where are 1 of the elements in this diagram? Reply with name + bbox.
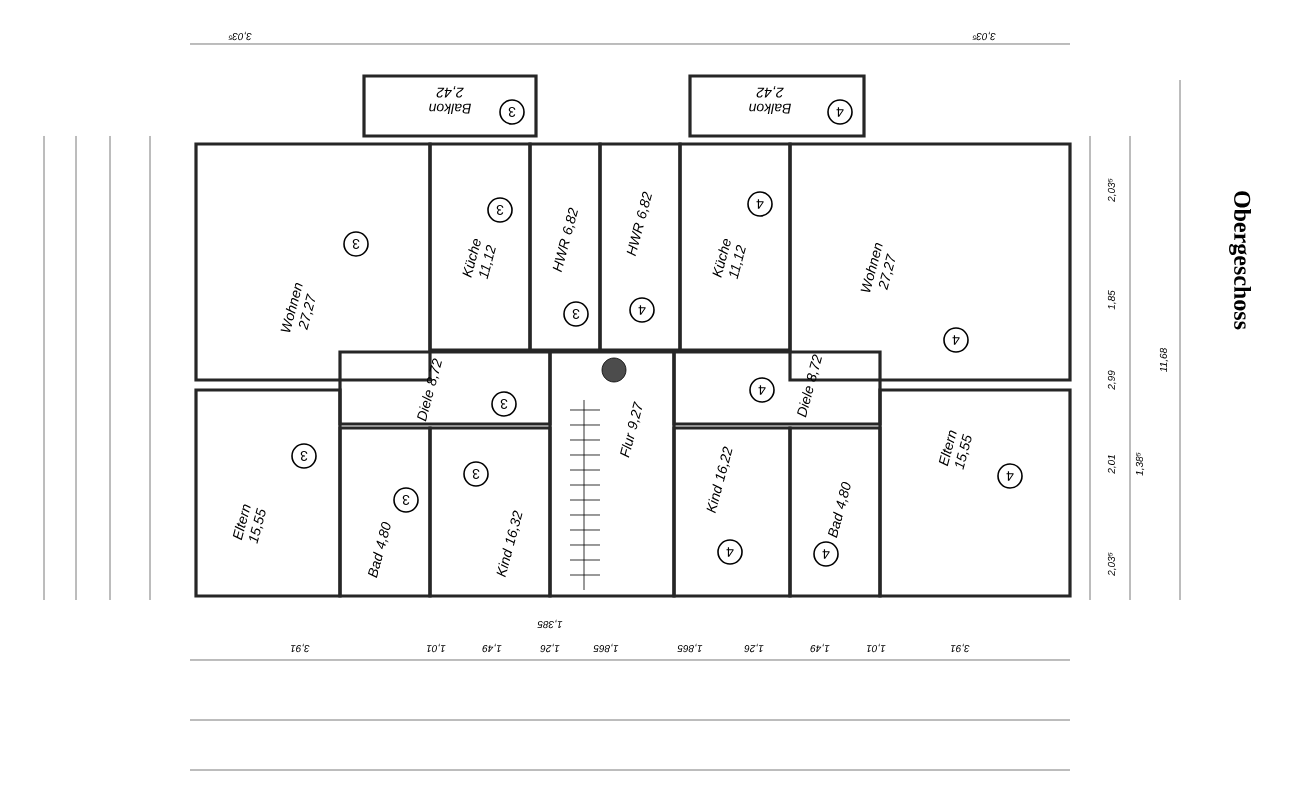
- title: Obergeschoss: [1229, 191, 1251, 330]
